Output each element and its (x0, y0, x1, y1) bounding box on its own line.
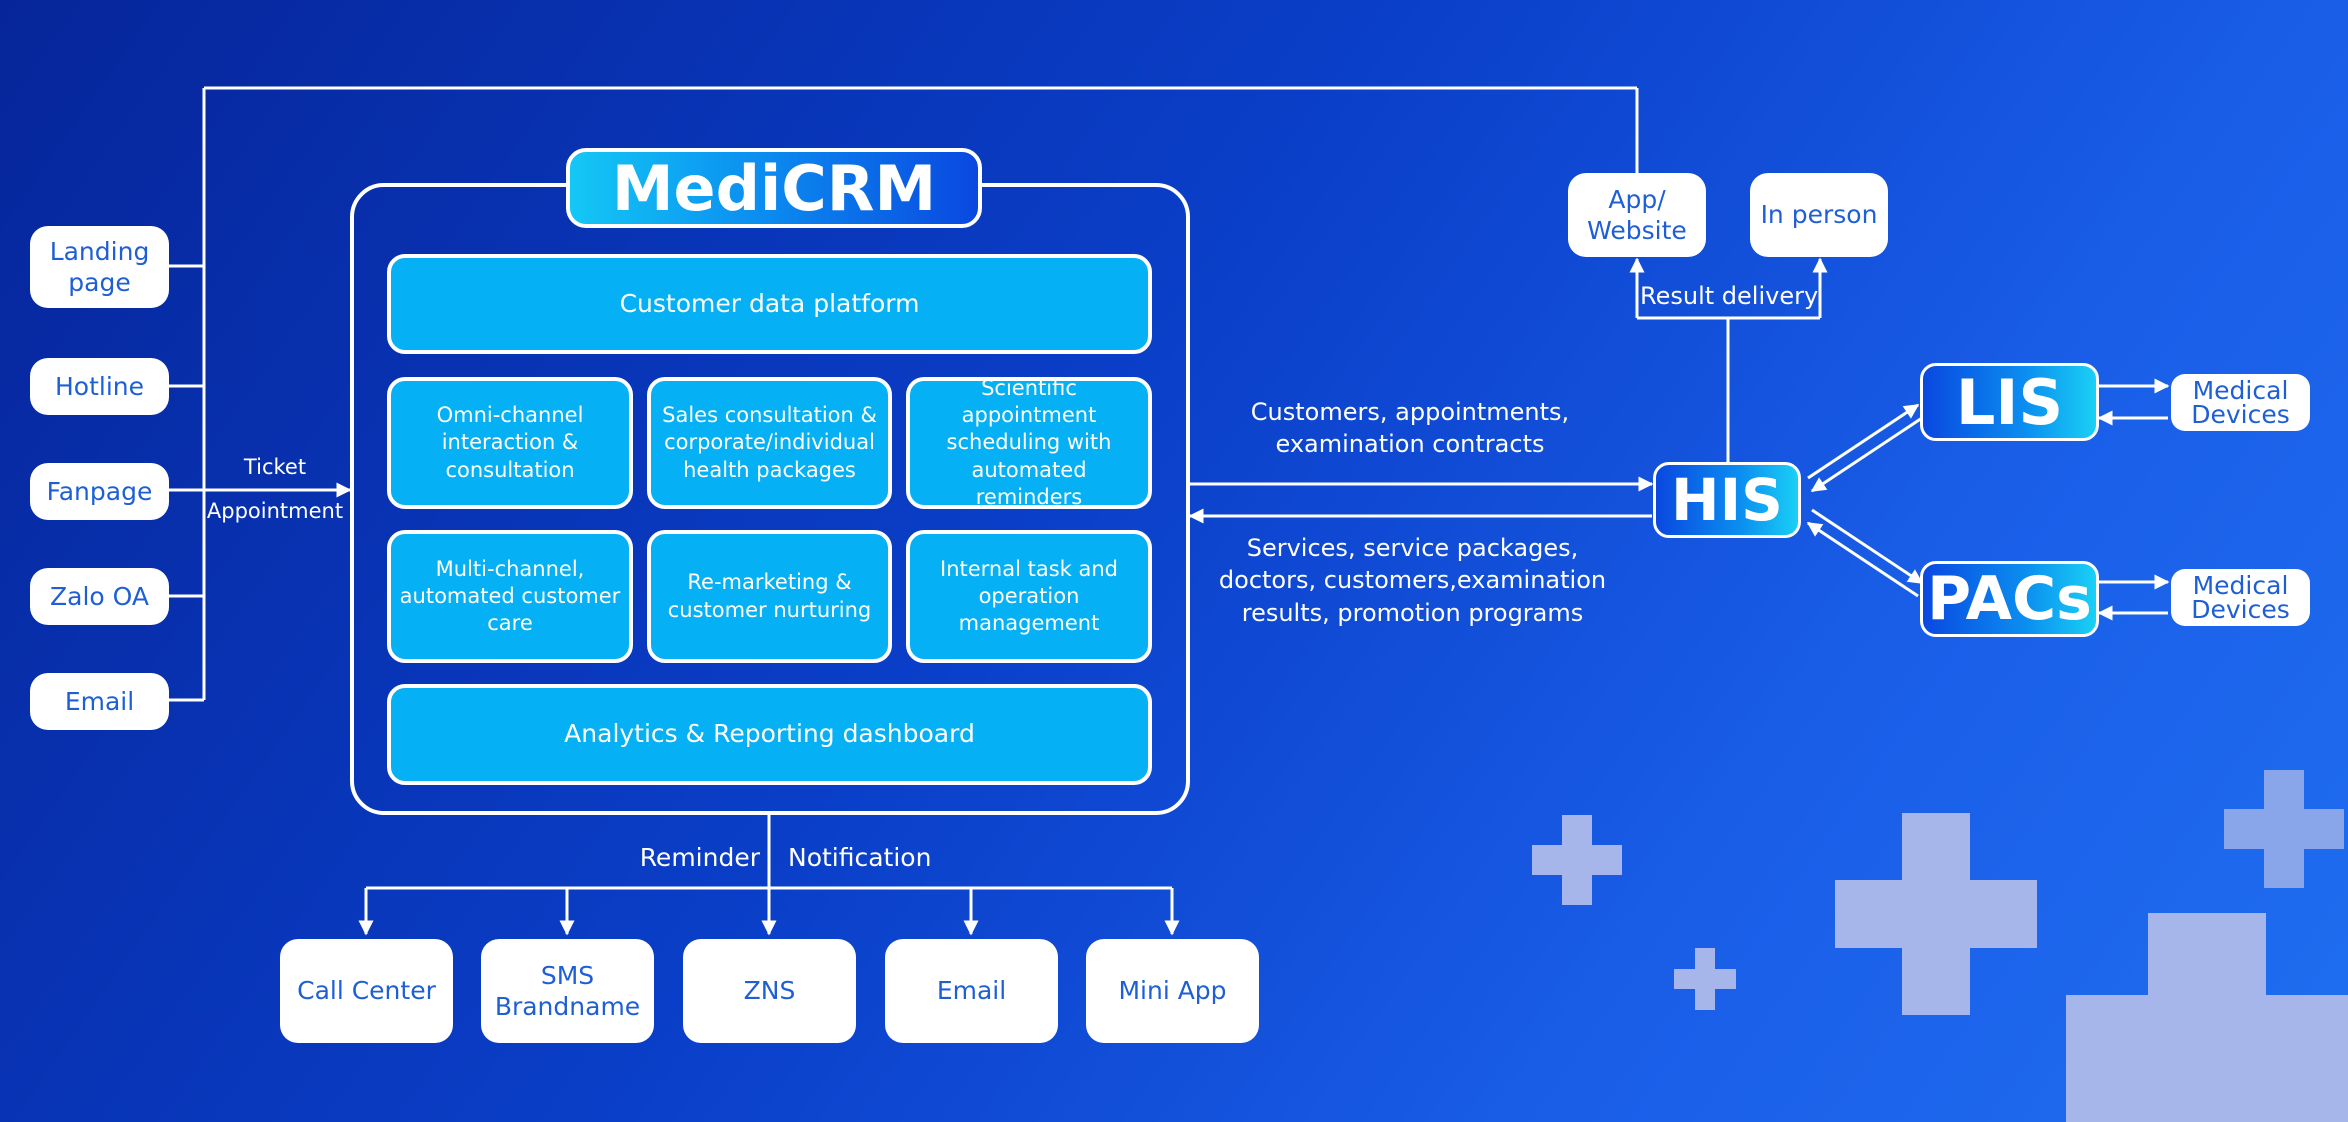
label-from-his: Services, service packages, doctors, cus… (1218, 534, 1607, 627)
lis-medical-devices: Medical Devices (2171, 374, 2310, 431)
module-analytics-dashboard: Analytics & Reporting dashboard (387, 684, 1152, 785)
source-landing-page: Landing page (30, 226, 169, 308)
source-email: Email (30, 673, 169, 730)
pacs-system: PACs (1920, 561, 2099, 637)
decorative-cross-bottom-right (2066, 913, 2348, 1122)
source-hotline: Hotline (30, 358, 169, 415)
label-notification: Notification (788, 843, 932, 872)
delivery-in-person: In person (1750, 173, 1888, 257)
module-sales-consultation: Sales consultation & corporate/individua… (647, 377, 892, 509)
source-fanpage: Fanpage (30, 463, 169, 520)
module-internal-tasks: Internal task and operation management (906, 530, 1152, 663)
channel-sms-brandname: SMS Brandname (481, 939, 654, 1043)
channel-mini-app: Mini App (1086, 939, 1259, 1043)
label-ticket: Ticket (243, 455, 307, 479)
channel-zns: ZNS (683, 939, 856, 1043)
module-customer-data-platform: Customer data platform (387, 254, 1152, 354)
delivery-app-website: App/ Website (1568, 173, 1706, 257)
decorative-cross-corner (2224, 770, 2344, 888)
channel-call-center: Call Center (280, 939, 453, 1043)
pacs-medical-devices: Medical Devices (2171, 569, 2310, 626)
channel-email: Email (885, 939, 1058, 1043)
decorative-cross-large (1835, 813, 2037, 1015)
label-to-his: Customers, appointments, examination con… (1250, 398, 1570, 459)
crm-title-badge: MediCRM (566, 148, 982, 228)
lis-system: LIS (1920, 363, 2099, 441)
label-result-delivery: Result delivery (1640, 282, 1819, 310)
label-appointment: Appointment (206, 499, 344, 523)
module-omni-channel: Omni-channel interaction & consultation (387, 377, 633, 509)
module-appointment-scheduling: Scientific appointment scheduling with a… (906, 376, 1152, 509)
crm-title: MediCRM (611, 151, 937, 225)
label-reminder: Reminder (639, 843, 760, 872)
his-system: HIS (1653, 462, 1801, 538)
module-customer-care: Multi-channel, automated customer care (387, 530, 633, 663)
source-zalo-oa: Zalo OA (30, 568, 169, 625)
decorative-cross-tiny (1674, 948, 1736, 1010)
decorative-cross-small (1532, 815, 1622, 905)
module-remarketing: Re-marketing & customer nurturing (647, 530, 892, 663)
